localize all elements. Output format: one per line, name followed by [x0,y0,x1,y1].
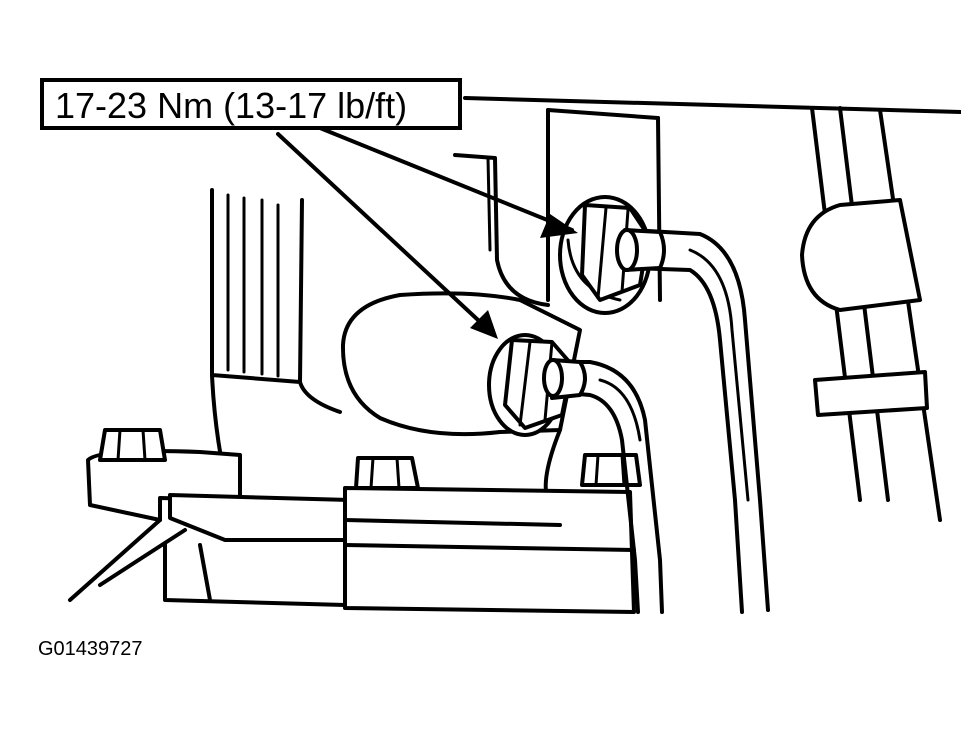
callout-box [40,78,462,130]
bolt-center [354,456,420,490]
arrowhead-upper [540,214,578,238]
lower-tube-nut [487,333,587,437]
base-bolts [98,428,642,490]
upper-tube-nut [558,195,666,315]
lower-brake-line [553,360,664,614]
arrowhead-lower [470,310,498,339]
leader-lower [276,132,494,335]
bolt-right [580,453,642,487]
torque-spec-label: 17-23 Nm (13-17 lb/ft) [55,85,407,126]
upper-brake-line [628,228,770,614]
bolt-left [98,428,167,462]
leader-lines [276,126,578,339]
figure-id: G01439727 [38,638,143,660]
right-housing [463,96,961,522]
base-flange [68,449,636,614]
torque-callout: 17-23 Nm (13-17 lb/ft) [40,78,462,130]
leader-upper [318,126,574,232]
